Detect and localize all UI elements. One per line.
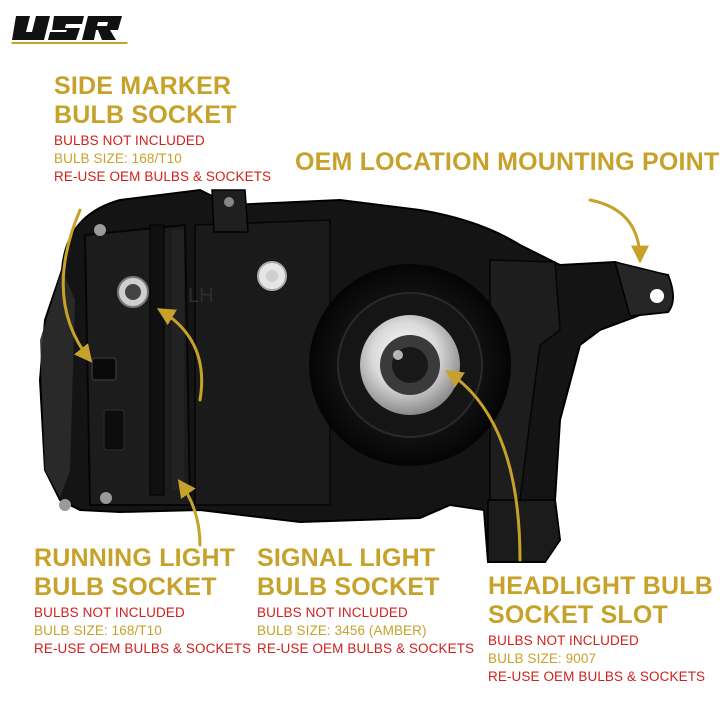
side-marker-arrow [61,208,93,363]
signal-light-arrow [177,479,202,547]
oem-title: OEM LOCATION MOUNTING POINTS [295,148,720,176]
lh-mark: LH [188,285,214,307]
running-note: BULBS NOT INCLUDED [34,605,185,620]
usr-logo-icon [11,16,128,44]
signal-reuse: RE-USE OEM BULBS & SOCKETS [257,641,475,656]
side-marker-title-1: SIDE MARKER [54,72,232,100]
signal-title-2: BULB SOCKET [257,573,440,601]
running-light-callout: RUNNING LIGHT BULB SOCKET BULBS NOT INCL… [34,544,251,658]
running-light-arrow [156,308,204,402]
signal-note: BULBS NOT INCLUDED [257,605,408,620]
signal-light-callout: SIGNAL LIGHT BULB SOCKET BULBS NOT INCLU… [257,544,474,658]
running-light-socket [91,357,117,381]
headlight-callout: HEADLIGHT BULB SOCKET SLOT BULBS NOT INC… [488,572,713,686]
side-marker-socket [117,276,149,308]
side-marker-title-2: BULB SOCKET [54,101,237,129]
oem-callout: OEM LOCATION MOUNTING POINTS [295,148,720,177]
headlight-bowl [309,264,511,466]
running-size: BULB SIZE: 168/T10 [34,623,162,638]
signal-size: BULB SIZE: 3456 (AMBER) [257,623,427,638]
side-marker-callout: SIDE MARKER BULB SOCKET BULBS NOT INCLUD… [54,72,271,186]
running-title-1: RUNNING LIGHT [34,544,236,572]
running-reuse: RE-USE OEM BULBS & SOCKETS [34,641,252,656]
headlight-title-2: SOCKET SLOT [488,601,668,629]
side-marker-size: BULB SIZE: 168/T10 [54,151,182,166]
headlight-arrow [445,370,522,562]
side-marker-note: BULBS NOT INCLUDED [54,133,205,148]
headlight-size: BULB SIZE: 9007 [488,651,597,666]
running-title-2: BULB SOCKET [34,573,217,601]
brand-logo [10,6,130,46]
headlight-note: BULBS NOT INCLUDED [488,633,639,648]
signal-title-1: SIGNAL LIGHT [257,544,436,572]
headlight-reuse: RE-USE OEM BULBS & SOCKETS [488,669,706,684]
side-marker-reuse: RE-USE OEM BULBS & SOCKETS [54,169,272,184]
headlight-title-1: HEADLIGHT BULB [488,572,714,600]
oem-arrow [588,198,649,264]
